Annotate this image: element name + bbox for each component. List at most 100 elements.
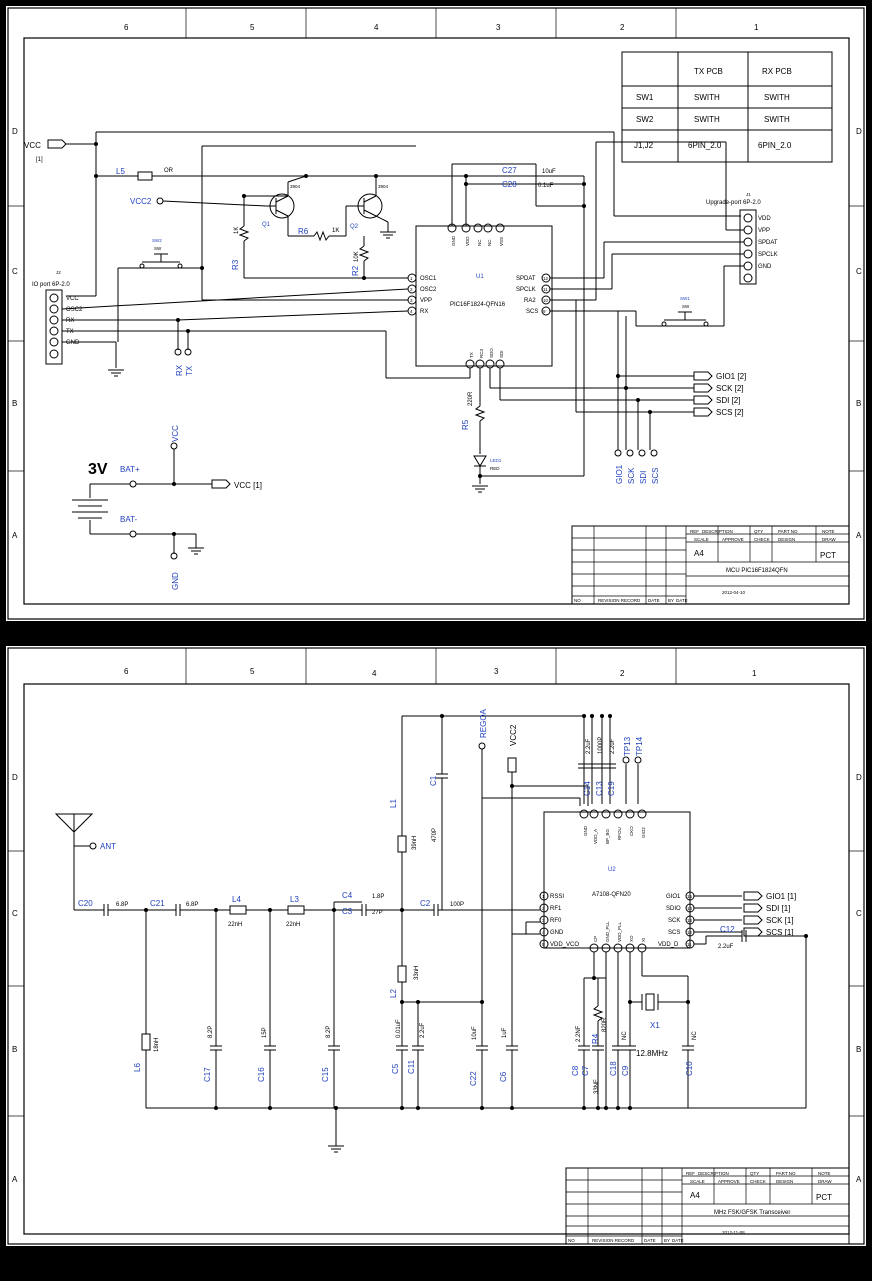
svg-text:2: 2 <box>410 287 413 292</box>
rx-label: RX <box>175 364 184 376</box>
connector-j2: VCC OSC2 RX TX GND J2 IO port 6P-2.0 <box>32 270 83 365</box>
switch-sw2: SW2 SW <box>117 238 202 342</box>
svg-text:GND: GND <box>583 825 588 836</box>
vcc-wiring <box>66 131 741 297</box>
u1-label: U1 <box>476 274 484 280</box>
svg-text:14: 14 <box>687 906 693 911</box>
svg-text:RFOU: RFOU <box>617 827 622 840</box>
c9-label: C9 <box>621 1065 630 1076</box>
zone-label-top: 3 <box>496 23 501 32</box>
j1-wiring <box>550 141 744 326</box>
zone-label-top: 6 <box>124 667 129 676</box>
c21-value: 6.8P <box>186 902 198 908</box>
outer-frame <box>7 7 865 620</box>
vcc-port: VCC [1] <box>24 139 96 163</box>
inner-frame <box>23 37 850 605</box>
tp13-label: TP13 <box>623 736 632 756</box>
svg-text:SDI: SDI <box>499 350 504 358</box>
c8-label: C8 <box>571 1065 580 1076</box>
j2-wiring <box>61 145 471 379</box>
rf-chain <box>74 901 540 916</box>
j1-value: Upgrade-port 6P-2.0 <box>706 200 761 206</box>
svg-text:11: 11 <box>687 942 692 947</box>
mcu-schematic: 6 5 4 3 2 1 D C B A D C B A TX PCB RX PC… <box>7 7 865 620</box>
resistor-r2 <box>358 236 370 278</box>
title-block: REF DESCRIPTION QTY PART NO NOTE SCALE A… <box>571 525 850 605</box>
l2-value: 33nH <box>414 966 420 980</box>
svg-text:TX: TX <box>469 352 474 358</box>
svg-text:12: 12 <box>543 276 549 281</box>
c2-value: 100P <box>450 902 464 908</box>
c11-label: C11 <box>407 1059 416 1074</box>
svg-text:OSC1: OSC1 <box>420 276 437 282</box>
c16-value: 15P <box>262 1027 268 1038</box>
table-cell: SWITH <box>764 115 790 124</box>
c12-label: C12 <box>720 925 735 934</box>
svg-text:SDIO: SDIO <box>666 906 681 912</box>
vcc-testpoint-label: VCC <box>171 425 180 442</box>
c22-label: C22 <box>469 1071 478 1086</box>
svg-text:CP: CP <box>593 936 598 942</box>
svg-text:CKO: CKO <box>629 826 634 836</box>
zone-label-side: D <box>12 127 18 136</box>
svg-text:RX: RX <box>420 309 428 315</box>
l5-value: OR <box>164 168 174 174</box>
svg-text:VDD_VCO: VDD_VCO <box>550 942 579 948</box>
svg-text:4: 4 <box>410 309 413 314</box>
gnd-testpoint-label: GND <box>171 572 180 590</box>
svg-text:10: 10 <box>543 298 549 303</box>
regoa-label: REGOA <box>479 708 488 738</box>
svg-text:APPROVE: APPROVE <box>722 537 744 542</box>
zone-label-side: B <box>856 399 861 408</box>
vcc2-label: VCC2 <box>130 197 152 206</box>
j2-label: J2 <box>56 270 61 275</box>
c11-value: 2.2uF <box>420 1022 426 1038</box>
svg-text:GND: GND <box>66 340 80 346</box>
zone-label-top: 4 <box>374 23 379 32</box>
svg-text:SW2: SW2 <box>152 238 162 243</box>
l3-label: L3 <box>290 895 299 904</box>
zone-label-side: D <box>856 127 862 136</box>
resistor-r3 <box>238 195 408 279</box>
signal-wiring <box>479 300 694 450</box>
u1-part: PIC16F1824-QFN16 <box>450 302 506 308</box>
c18-label: C18 <box>609 1061 618 1076</box>
table-header: RX PCB <box>762 67 792 76</box>
svg-text:DESIGN: DESIGN <box>776 1179 793 1184</box>
c10-value: NC <box>692 1031 698 1040</box>
zone-label-top: 5 <box>250 23 255 32</box>
svg-text:PART NO: PART NO <box>776 1171 796 1176</box>
svg-text:VCC [1]: VCC [1] <box>234 481 262 490</box>
regoa-vcc2-wiring <box>476 749 589 1108</box>
vcc2-label: VCC2 <box>509 724 518 746</box>
svg-text:SPCLK: SPCLK <box>516 287 536 293</box>
svg-text:GIO1: GIO1 <box>666 894 681 900</box>
schematic-sheet-transceiver: 6 5 4 3 2 1 D C B A D C B A ANT C20 6.8P… <box>6 646 866 1246</box>
u2-top-pins: GND VDD_A BP_BG RFOU CKO GIO2 <box>579 809 647 844</box>
battery-voltage: 3V <box>88 461 108 478</box>
c12-value: 2.2uF <box>718 944 734 950</box>
c4-label: C4 <box>342 891 353 900</box>
svg-text:DATE: DATE <box>644 1238 656 1243</box>
c7-label: C7 <box>581 1065 590 1076</box>
svg-text:15: 15 <box>687 894 693 899</box>
svg-text:VPP: VPP <box>420 298 432 304</box>
svg-text:RA2: RA2 <box>524 298 536 304</box>
c5-label: C5 <box>391 1063 400 1074</box>
c20-value: 6.8P <box>116 902 128 908</box>
svg-text:QTY: QTY <box>754 529 763 534</box>
l1-value: 39nH <box>412 836 418 850</box>
port-gio1: GIO1 [2] <box>693 371 746 381</box>
table-cell: J1,J2 <box>634 141 654 150</box>
l2-network <box>396 910 482 1108</box>
u2-bottom-pins: CP GND_PLL VDD_PLL XO XI <box>589 921 647 953</box>
inductor-l5 <box>137 171 153 181</box>
c28-value: 0.1uF <box>538 183 554 189</box>
svg-text:REVISION RECORD: REVISION RECORD <box>592 1238 635 1243</box>
ground-symbol <box>108 369 124 377</box>
c19-value: 2.2uF <box>610 738 616 754</box>
c17-value: 8.2P <box>208 1026 214 1038</box>
